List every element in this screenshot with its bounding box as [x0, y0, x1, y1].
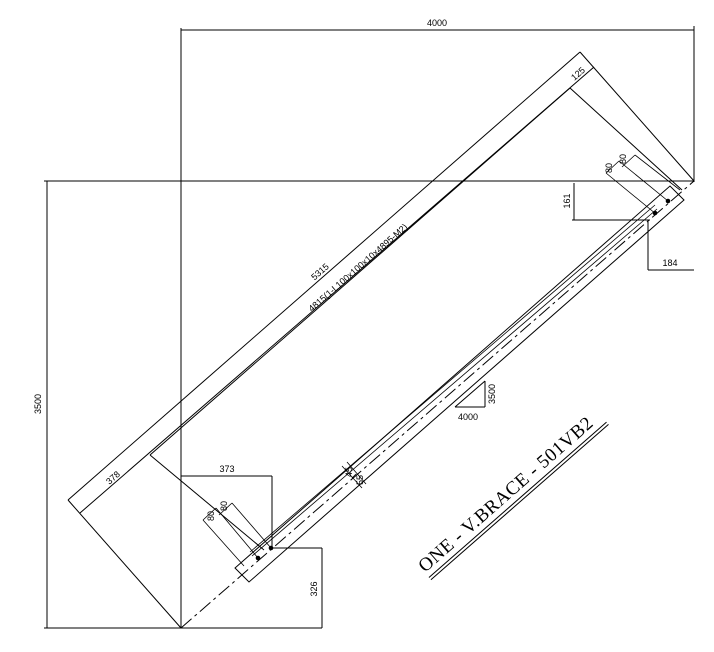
slope-triangle: [454, 380, 486, 408]
overall-frame-lines: [44, 26, 695, 629]
slope-rise-label: 3500: [487, 384, 497, 404]
top-bolt-pitch-a-label: 80: [604, 163, 614, 173]
slope-run-label: 4000: [458, 412, 478, 422]
bottom-offset-label: 378: [104, 469, 122, 486]
length-dimension-lines: [67, 51, 695, 629]
bottom-horizontal-label: 373: [219, 464, 234, 474]
drawing-title-block: ONE - V.BRACE - 501VB2: [414, 413, 609, 581]
overall-width-label: 4000: [427, 18, 447, 28]
gauge-b-label: 55: [355, 475, 365, 485]
bottom-connection: [181, 461, 367, 628]
overall-height-label: 3500: [33, 394, 43, 414]
top-offset-label: 125: [569, 65, 587, 82]
bottom-bolt-pitch-a-label: 80: [206, 511, 216, 521]
top-connection: [572, 154, 694, 271]
gauge-a-label: 45: [344, 467, 354, 477]
bottom-bolt-pitch-b-label: 80: [219, 501, 229, 511]
brace-member: [180, 180, 695, 629]
top-vertical-label: 161: [562, 193, 572, 208]
bottom-vertical-label: 326: [309, 581, 319, 596]
top-bolt-pitch-b-label: 80: [618, 154, 628, 164]
drawing-title: ONE - V.BRACE - 501VB2: [414, 413, 597, 577]
top-horizontal-label: 184: [662, 258, 677, 268]
